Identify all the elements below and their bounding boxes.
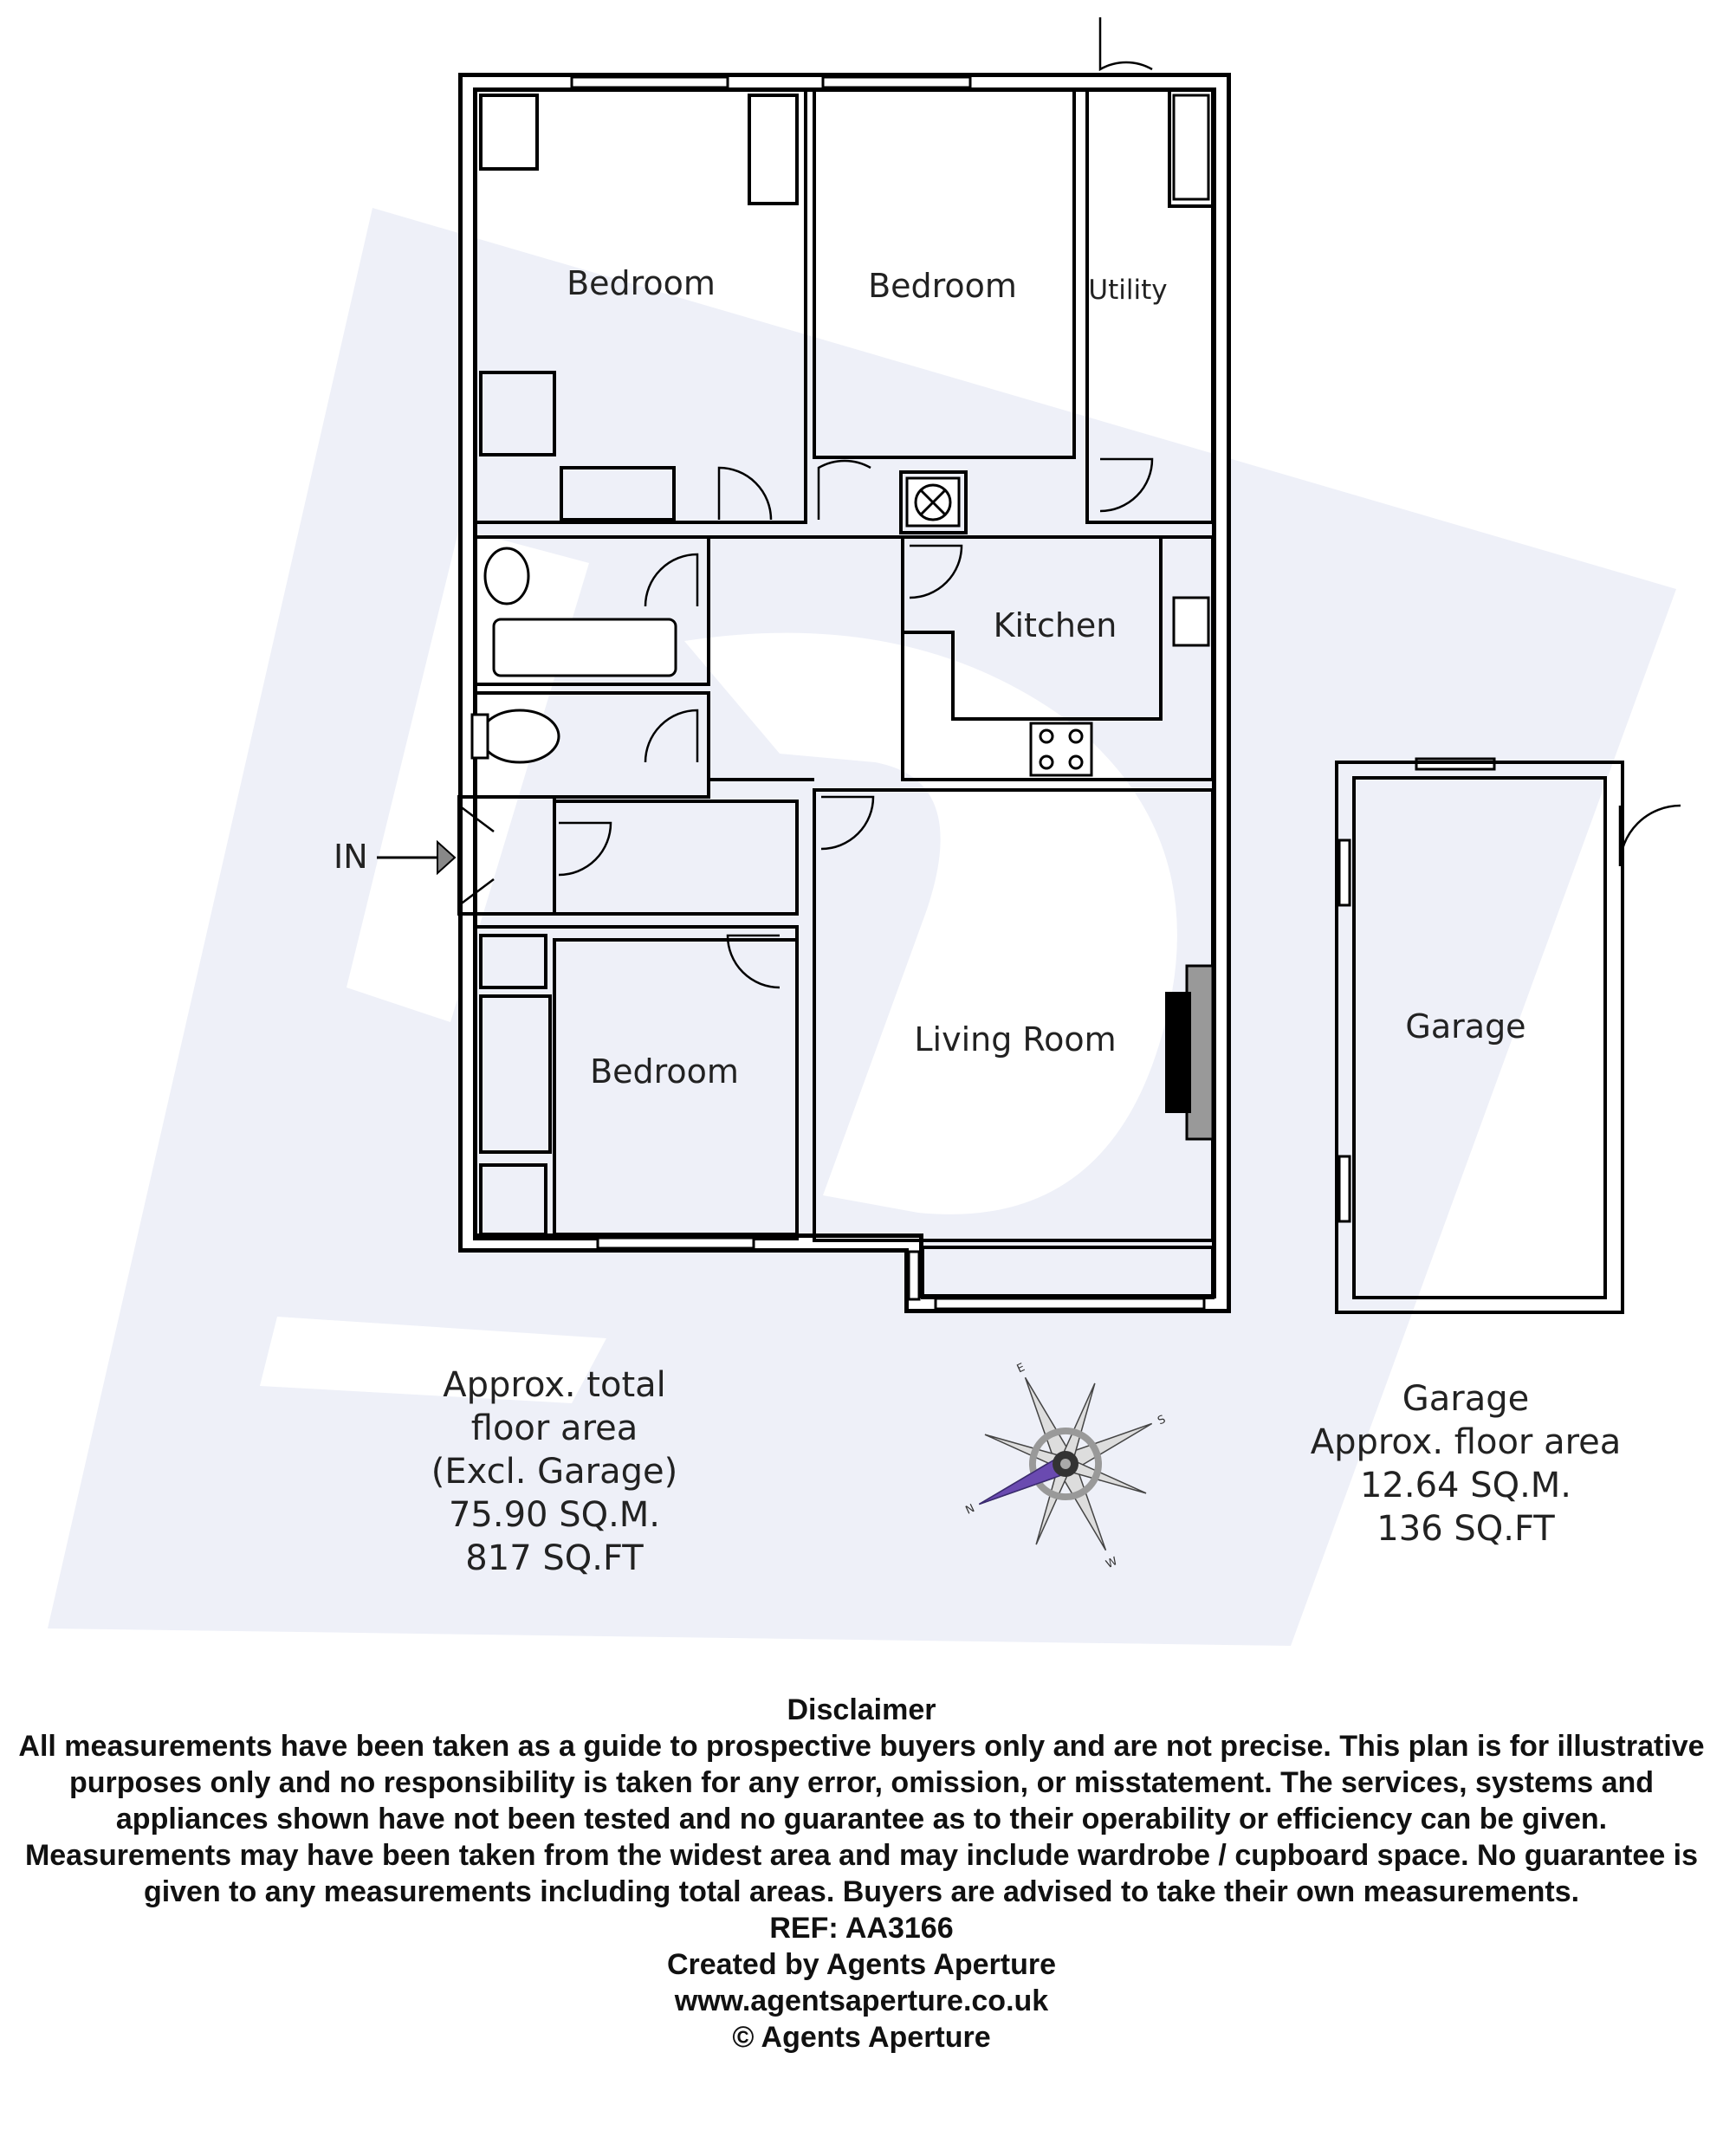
disclaimer-created-by: Created by Agents Aperture [666,1948,1057,1981]
door-swing [1618,804,1681,867]
entrance-arrow [377,839,457,876]
room-label-garage: Garage [1405,1007,1525,1046]
total-area-line: 817 SQ.FT [465,1538,644,1578]
room-label-living-room: Living Room [914,1020,1116,1059]
compass-w-label: W [1104,1555,1119,1571]
room-label-bedroom-3: Bedroom [590,1052,739,1091]
garage-area-block: Garage Approx. floor area 12.64 SQ.M. 13… [1311,1379,1622,1549]
room-label-bedroom-2: Bedroom [868,267,1017,305]
garage-area-line: Garage [1402,1379,1529,1419]
garage-walls [1335,761,1624,1314]
door-swing [558,821,612,877]
room-label-kitchen: Kitchen [994,606,1117,644]
door-swing [644,553,699,607]
bath-icon [492,618,677,677]
disclaimer-website[interactable]: www.agentsaperture.co.uk [674,1984,1049,2017]
disclaimer-body: All measurements have been taken as a gu… [18,1730,1705,1908]
floor-plan: IN Bedroom Bedroom Utility Kitchen Bedro… [48,17,1681,1646]
hob-icon [1029,722,1093,777]
entrance-door [458,805,495,906]
door-swing [1098,17,1153,72]
door-swing [1099,457,1154,513]
cistern-icon [470,713,489,760]
door-swing [817,459,871,520]
sink-drainer-icon [1172,94,1210,201]
door-swing [909,544,963,599]
garage-area-line: 136 SQ.FT [1376,1509,1555,1549]
garage-area-line: 12.64 SQ.M. [1360,1466,1571,1505]
room-label-utility: Utility [1088,275,1167,306]
garage-area-line: Approx. floor area [1311,1422,1622,1462]
entrance-label: IN [334,838,368,876]
total-area-line: Approx. total [443,1365,666,1405]
fireplace-icon [1165,964,1215,1141]
house-walls-inner [463,77,1227,1309]
compass-rose-icon: N E S W [963,1361,1168,1571]
door-swing [820,795,875,851]
total-area-block: Approx. total floor area (Excl. Garage) … [431,1365,677,1578]
door-swing [726,934,781,989]
total-area-line: floor area [471,1408,638,1448]
windows [570,75,1496,1311]
disclaimer-ref: REF: AA3166 [769,1912,954,1945]
disclaimer-heading: Disclaimer [787,1693,936,1726]
room-label-bedroom-1: Bedroom [567,264,716,302]
total-area-line: 75.90 SQ.M. [449,1495,660,1535]
doors [458,17,1681,989]
door-swing [644,709,699,763]
total-area-line: (Excl. Garage) [431,1452,677,1492]
disclaimer-copyright: © Agents Aperture [732,2021,991,2054]
toilet-icon [479,709,560,764]
bathroom-fixtures [470,547,677,764]
washbasin-icon [483,547,530,605]
door-swing [717,466,773,521]
sink-icon [1172,596,1210,647]
disclaimer-block: Disclaimer All measurements have been ta… [17,1692,1706,2056]
kitchen-fixtures [905,94,1210,777]
